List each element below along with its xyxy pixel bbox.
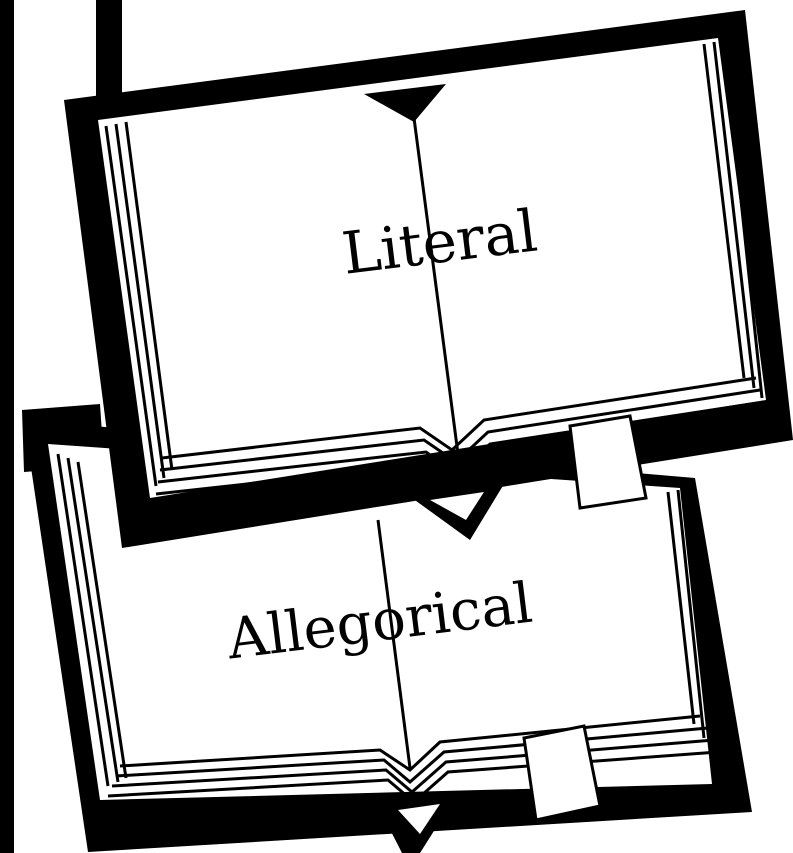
literal-bottom-notch-inner [430,492,484,520]
allegorical-bottom-notch-inner [398,804,440,834]
literal-right-page-edges [702,39,764,399]
literal-top-notch [364,84,446,122]
literal-left-page-edges [104,121,174,487]
literal-spine [412,117,460,455]
literal-bookmark [568,414,648,510]
literal-strap [96,0,122,96]
literal-pages [98,38,766,498]
left-border-line [0,0,14,853]
allegorical-spine [376,519,412,769]
allegorical-right-page-edges [666,487,716,753]
book-literal: Literal [64,0,793,548]
allegorical-left-page-edges [56,453,128,787]
allegorical-bookmark [522,724,602,822]
